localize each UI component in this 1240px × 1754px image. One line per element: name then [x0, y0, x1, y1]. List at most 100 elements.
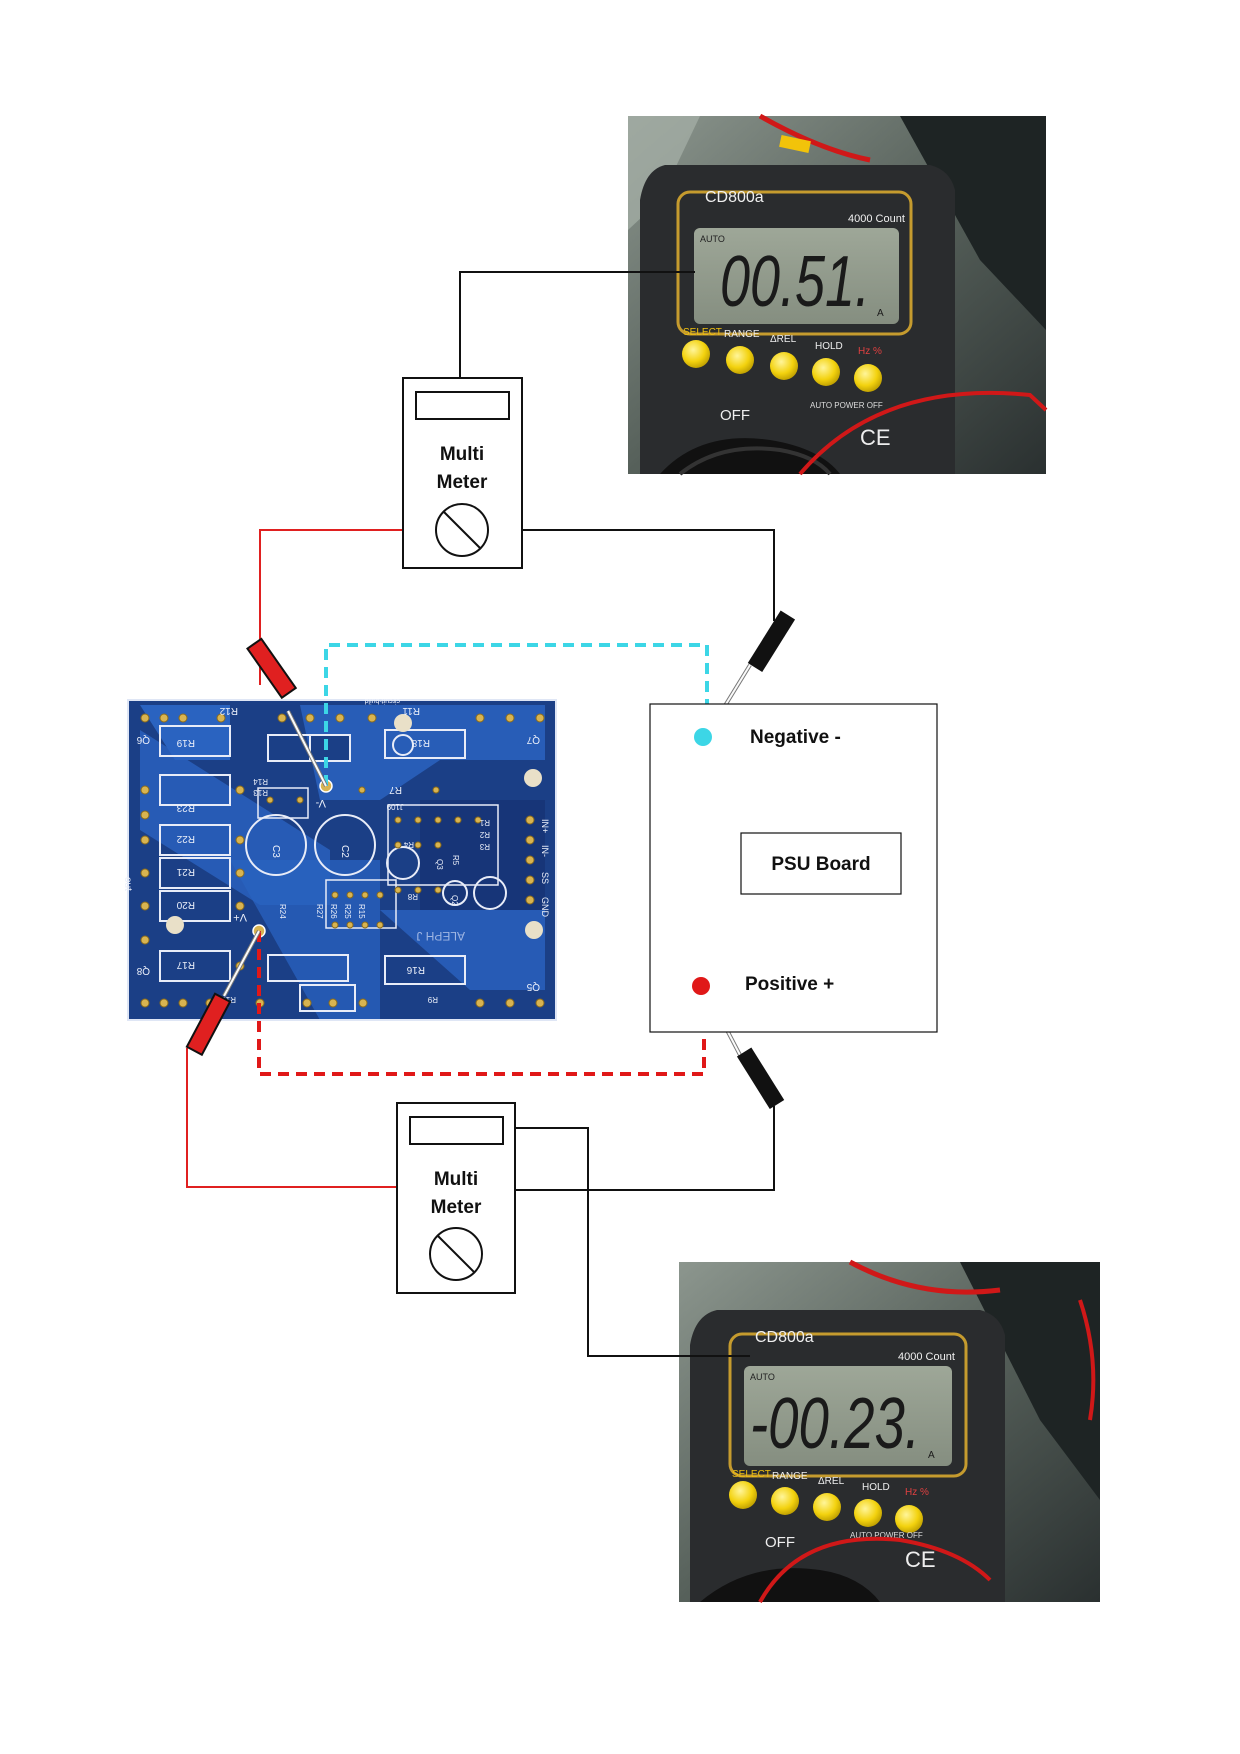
- select-button: [729, 1481, 757, 1509]
- pcb-label-r1: R1: [479, 818, 490, 827]
- pcb-label-r11: R11: [402, 705, 420, 716]
- pcb-label-q5: Q5: [526, 981, 540, 992]
- button-label-rel: ΔREL: [818, 1476, 845, 1487]
- pcb-label-r2: R2: [479, 830, 490, 839]
- auto-power-label: AUTO POWER OFF: [850, 1531, 923, 1540]
- lcd-unit: A: [928, 1450, 935, 1461]
- hold-button: [812, 358, 840, 386]
- meter-model-label: CD800a: [705, 189, 764, 206]
- off-label: OFF: [765, 1534, 795, 1551]
- psu-board: Negative - PSU Board Positive +: [649, 703, 938, 1033]
- capacitor-c2: [314, 814, 376, 876]
- pcb-label-r24: R24: [278, 904, 287, 919]
- pcb-label-r10: R10: [221, 995, 236, 1004]
- multimeter-display: [409, 1116, 504, 1145]
- select-button: [682, 340, 710, 368]
- pcb-label-q8: Q8: [136, 965, 150, 976]
- meter-model-label: CD800a: [755, 1329, 814, 1346]
- range-button: [726, 346, 754, 374]
- hz-button: [895, 1505, 923, 1533]
- auto-power-label: AUTO POWER OFF: [810, 401, 883, 410]
- amplifier-pcb: Q6 R12 R11 circuit-build Q7 R19 R18 R14 …: [122, 697, 557, 1021]
- button-label-hz: Hz %: [905, 1487, 929, 1498]
- pcb-label-r16: R16: [406, 964, 425, 975]
- hold-button: [854, 1499, 882, 1527]
- pcb-label-gnd: GND: [540, 897, 550, 918]
- meter-count-label: 4000 Count: [848, 213, 905, 225]
- button-label-hz: Hz %: [858, 346, 882, 357]
- negative-terminal-label: Negative -: [750, 727, 841, 748]
- hz-button: [854, 364, 882, 392]
- rel-button: [813, 1493, 841, 1521]
- off-label: OFF: [720, 407, 750, 424]
- red-probe-bottom: [185, 930, 261, 1057]
- pcb-label-r13: R13: [253, 788, 268, 797]
- pcb-label-r20: R20: [176, 899, 195, 910]
- pcb-label-r4: R4: [403, 840, 414, 849]
- lcd-unit: A: [877, 308, 884, 319]
- red-probe-top: [246, 637, 328, 787]
- pcb-label-q2: Q2: [450, 895, 459, 906]
- button-label-range: RANGE: [772, 1471, 808, 1482]
- pcb-label-r15: R15: [357, 904, 366, 919]
- button-label-range: RANGE: [724, 329, 760, 340]
- pcb-label-in-minus: IN-: [540, 845, 550, 857]
- pcb-label-c2: C2: [339, 845, 350, 858]
- pcb-label-r23: R23: [176, 802, 195, 813]
- psu-board-label: PSU Board: [771, 854, 870, 875]
- meter-photo-top: CD800a 4000 Count AUTO 00.51. A SELECT R…: [628, 113, 1048, 476]
- ce-mark: CE: [905, 1547, 936, 1572]
- pcb-label-r26: R26: [329, 904, 338, 919]
- rel-button: [770, 352, 798, 380]
- range-button: [771, 1487, 799, 1515]
- button-label-hold: HOLD: [815, 341, 843, 352]
- bottom-reading-pointer: [482, 1120, 750, 1357]
- meter-photo-bottom: CD800a 4000 Count AUTO -00.23. A SELECT …: [679, 1259, 1100, 1603]
- lcd-auto-label: AUTO: [700, 234, 725, 244]
- pcb-label-v-plus: V+: [233, 911, 247, 923]
- top-reading-pointer: [452, 271, 695, 415]
- button-label-hold: HOLD: [862, 1482, 890, 1493]
- capacitor-c3: [245, 814, 307, 876]
- pcb-label-out: out: [122, 877, 133, 891]
- pcb-label-r18: R18: [411, 737, 430, 748]
- pcb-label-brand: circuit-build: [364, 697, 400, 704]
- bottom-meter-red-lead: [186, 1048, 397, 1188]
- lcd-reading: -00.23.: [750, 1384, 920, 1464]
- meter-count-label: 4000 Count: [898, 1351, 955, 1363]
- button-label-select: SELECT: [683, 327, 722, 338]
- bottom-meter-black-lead: [515, 1106, 775, 1191]
- pcb-label-r9: R9: [427, 995, 438, 1004]
- pcb-label-r22: R22: [176, 833, 195, 844]
- multimeter-label-line1: Multi: [440, 444, 484, 465]
- pcb-label-in-plus: IN+: [540, 819, 550, 833]
- multimeter-label-line2: Meter: [437, 472, 488, 493]
- button-label-select: SELECT: [732, 1469, 771, 1480]
- pcb-label-r19: R19: [176, 737, 195, 748]
- lcd-auto-label: AUTO: [750, 1372, 775, 1382]
- pcb-label-r5: R5: [451, 855, 460, 866]
- pcb-label-maker: ALEPH J: [416, 929, 465, 943]
- lcd-reading: 00.51.: [720, 242, 870, 322]
- pcb-label-q3: Q3: [435, 859, 444, 870]
- negative-rail-dashed-line: [324, 643, 709, 786]
- pcb-label-r21: R21: [176, 866, 195, 877]
- pcb-label-c3: C3: [270, 845, 281, 858]
- pcb-label-q6: Q6: [136, 734, 150, 745]
- pcb-label-r14: R14: [253, 777, 268, 786]
- pcb-label-r3: R3: [479, 842, 490, 851]
- pcb-label-r12: R12: [219, 705, 238, 716]
- multimeter-display: [415, 391, 510, 420]
- pcb-label-r8: R8: [407, 892, 418, 901]
- top-meter-red-lead: [259, 529, 403, 685]
- button-label-rel: ΔREL: [770, 334, 797, 345]
- pcb-label-ss: SS: [540, 872, 550, 884]
- pcb-label-v-minus: V-: [315, 797, 326, 809]
- positive-terminal-label: Positive +: [745, 974, 834, 995]
- pcb-label-jfet: J109: [386, 802, 404, 811]
- pcb-label-r27: R27: [315, 904, 324, 919]
- pcb-label-q7: Q7: [526, 734, 540, 745]
- lcd-screen: [744, 1366, 952, 1466]
- pcb-label-r7: R7: [389, 784, 402, 795]
